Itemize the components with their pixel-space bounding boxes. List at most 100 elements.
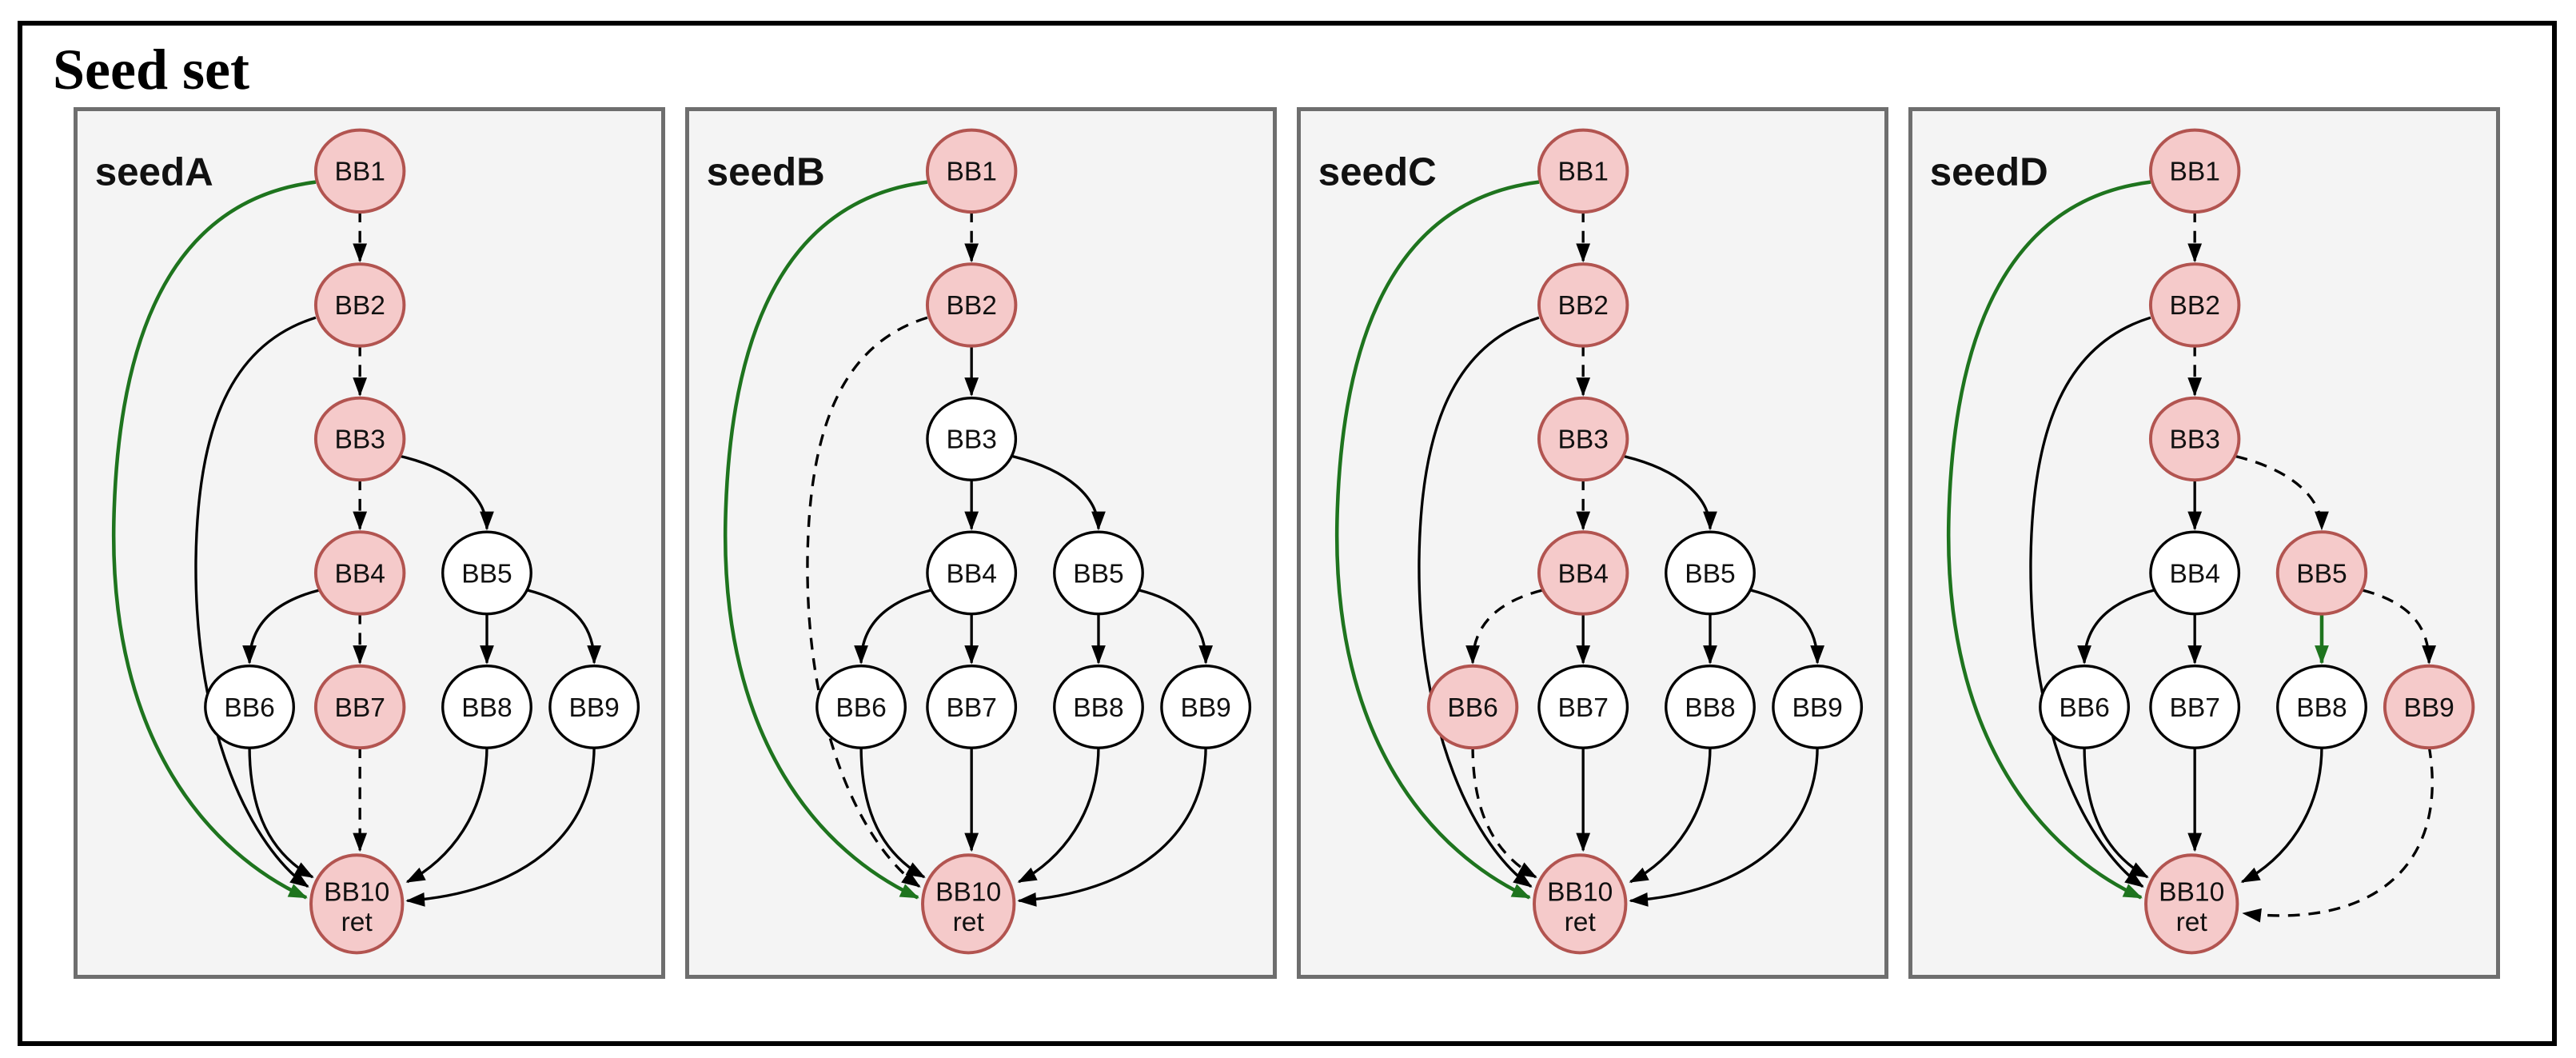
node-label-BB5: BB5 (1073, 559, 1123, 589)
node-label-BB1: BB1 (334, 158, 385, 187)
node-label-BB4: BB4 (2169, 559, 2219, 589)
node-label-BB3: BB3 (946, 425, 996, 455)
node-label-BB8: BB8 (1685, 693, 1735, 723)
node-label-BB10-line1: BB10 (2159, 877, 2224, 907)
panel-title: seedC (1318, 150, 1437, 194)
node-label-BB2: BB2 (334, 291, 385, 321)
edge-BB9-BB10 (1629, 746, 1819, 907)
node-label-BB10-line2: ret (953, 908, 985, 937)
node-BB8 (2276, 665, 2367, 749)
edge-BB6-BB10 (248, 746, 314, 879)
node-BB2 (925, 262, 1018, 348)
edge-BB1-BB10 (112, 180, 317, 900)
node-BB2 (2148, 262, 2241, 348)
node-BB6 (815, 665, 907, 749)
node-BB7 (313, 664, 406, 750)
edge-BB4-BB6 (1465, 589, 1543, 665)
edge-BB4-BB6 (2077, 589, 2155, 665)
node-BB8 (441, 665, 532, 749)
node-BB1 (2148, 128, 2241, 214)
edge-BB1-BB10 (1335, 180, 1540, 900)
node-label-BB4: BB4 (334, 559, 385, 589)
node-BB1 (1537, 128, 1629, 214)
node-BB2 (1537, 262, 1629, 348)
node-label-BB1: BB1 (2169, 158, 2219, 187)
node-label-BB10-line2: ret (2176, 908, 2208, 937)
node-BB7 (926, 665, 1018, 749)
node-label-BB5: BB5 (461, 559, 512, 589)
node-label-BB5: BB5 (1685, 559, 1735, 589)
edge-BB3-BB5 (1012, 454, 1106, 531)
edge-BB9-BB10 (2242, 745, 2434, 923)
edge-BB9-BB10 (1017, 746, 1207, 907)
node-BB9 (2383, 664, 2475, 750)
node-BB3 (1537, 396, 1629, 482)
node-label-BB6: BB6 (2059, 693, 2109, 723)
node-BB3 (313, 396, 406, 482)
node-BB3 (2148, 396, 2241, 482)
edge-BB4-BB6 (242, 589, 320, 665)
node-BB10 (921, 853, 1016, 955)
node-BB9 (1772, 665, 1864, 749)
node-label-BB3: BB3 (2169, 425, 2219, 455)
node-BB5 (441, 530, 532, 616)
edge-BB3-BB5 (2235, 454, 2329, 531)
node-label-BB9: BB9 (1792, 693, 1842, 723)
node-BB4 (926, 530, 1018, 616)
edge-BB6-BB10 (2083, 746, 2149, 879)
node-label-BB8: BB8 (1073, 693, 1123, 723)
node-label-BB4: BB4 (946, 559, 996, 589)
edge-BB5-BB9 (1750, 589, 1825, 665)
panel-title: seedA (95, 150, 213, 194)
node-label-BB8: BB8 (461, 693, 512, 723)
node-BB3 (926, 397, 1018, 481)
node-BB10 (1533, 853, 1628, 955)
node-BB4 (1537, 530, 1629, 616)
node-label-BB2: BB2 (946, 291, 996, 321)
node-BB4 (313, 530, 406, 616)
node-label-BB3: BB3 (334, 425, 385, 455)
edge-BB8-BB10 (1017, 746, 1100, 884)
node-label-BB6: BB6 (224, 693, 274, 723)
edge-BB8-BB10 (405, 746, 488, 884)
node-BB9 (548, 665, 640, 749)
edge-BB5-BB9 (2362, 589, 2437, 665)
node-BB5 (1053, 530, 1144, 616)
edge-BB2-BB10 (2029, 316, 2151, 888)
edge-BB5-BB9 (527, 589, 602, 665)
node-label-BB2: BB2 (1557, 291, 1608, 321)
node-BB8 (1665, 665, 1756, 749)
node-BB7 (1537, 665, 1629, 749)
node-BB7 (2149, 665, 2241, 749)
edge-BB5-BB9 (1138, 589, 1214, 665)
node-label-BB7: BB7 (946, 693, 996, 723)
edge-BB2-BB10 (1418, 316, 1540, 888)
edge-BB1-BB10 (724, 180, 928, 900)
node-BB8 (1053, 665, 1144, 749)
node-label-BB2: BB2 (2169, 291, 2219, 321)
node-BB10 (309, 853, 405, 955)
node-label-BB5: BB5 (2296, 559, 2347, 589)
node-label-BB6: BB6 (835, 693, 886, 723)
edge-BB4-BB6 (854, 589, 931, 665)
edge-BB8-BB10 (1629, 746, 1712, 884)
node-label-BB10-line1: BB10 (324, 877, 389, 907)
node-BB4 (2149, 530, 2241, 616)
node-BB10 (2144, 853, 2239, 955)
node-label-BB9: BB9 (2403, 693, 2454, 723)
edge-BB9-BB10 (405, 746, 596, 907)
edge-BB2-BB10 (806, 316, 928, 888)
node-label-BB1: BB1 (1557, 158, 1608, 187)
node-label-BB8: BB8 (2296, 693, 2347, 723)
node-BB5 (1665, 530, 1756, 616)
node-label-BB3: BB3 (1557, 425, 1608, 455)
node-BB2 (313, 262, 406, 348)
